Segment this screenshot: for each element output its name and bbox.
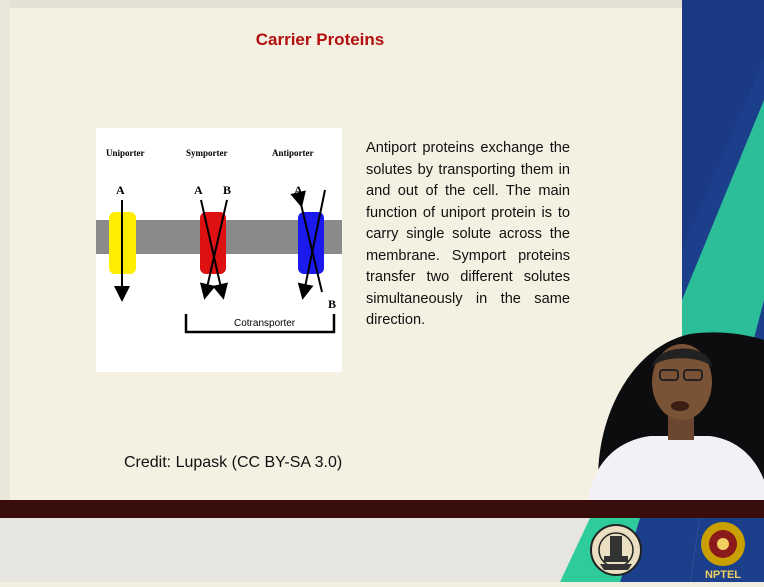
uniporter-solute-a: A xyxy=(116,183,125,197)
presenter-video xyxy=(580,320,764,500)
nptel-logo: NPTEL xyxy=(690,518,756,582)
cotransporter-label: Cotransporter xyxy=(234,318,296,329)
image-credit: Credit: Lupask (CC BY-SA 3.0) xyxy=(124,454,342,472)
uniporter-label: Uniporter xyxy=(106,148,145,158)
symporter-solute-a: A xyxy=(194,183,203,197)
antiporter-solute-b: B xyxy=(328,297,336,311)
footer xyxy=(0,518,764,582)
antiporter-label: Antiporter xyxy=(272,148,314,158)
iit-kharagpur-logo xyxy=(588,520,644,580)
left-strip xyxy=(0,0,10,500)
top-strip xyxy=(0,0,764,8)
symporter-label: Symporter xyxy=(186,148,228,158)
carrier-protein-figure: Uniporter Symporter Antiporter A A B A B… xyxy=(96,128,342,372)
antiporter-solute-a: A xyxy=(294,183,303,197)
nptel-logo-text: NPTEL xyxy=(705,569,741,581)
slide-title: Carrier Proteins xyxy=(0,30,640,50)
explanation-text: Antiport proteins exchange the solutes b… xyxy=(366,138,570,332)
symporter-solute-b: B xyxy=(223,183,231,197)
footer-decor xyxy=(0,518,764,582)
carrier-diagram: Uniporter Symporter Antiporter A A B A B… xyxy=(96,128,342,372)
footer-band xyxy=(0,500,764,518)
